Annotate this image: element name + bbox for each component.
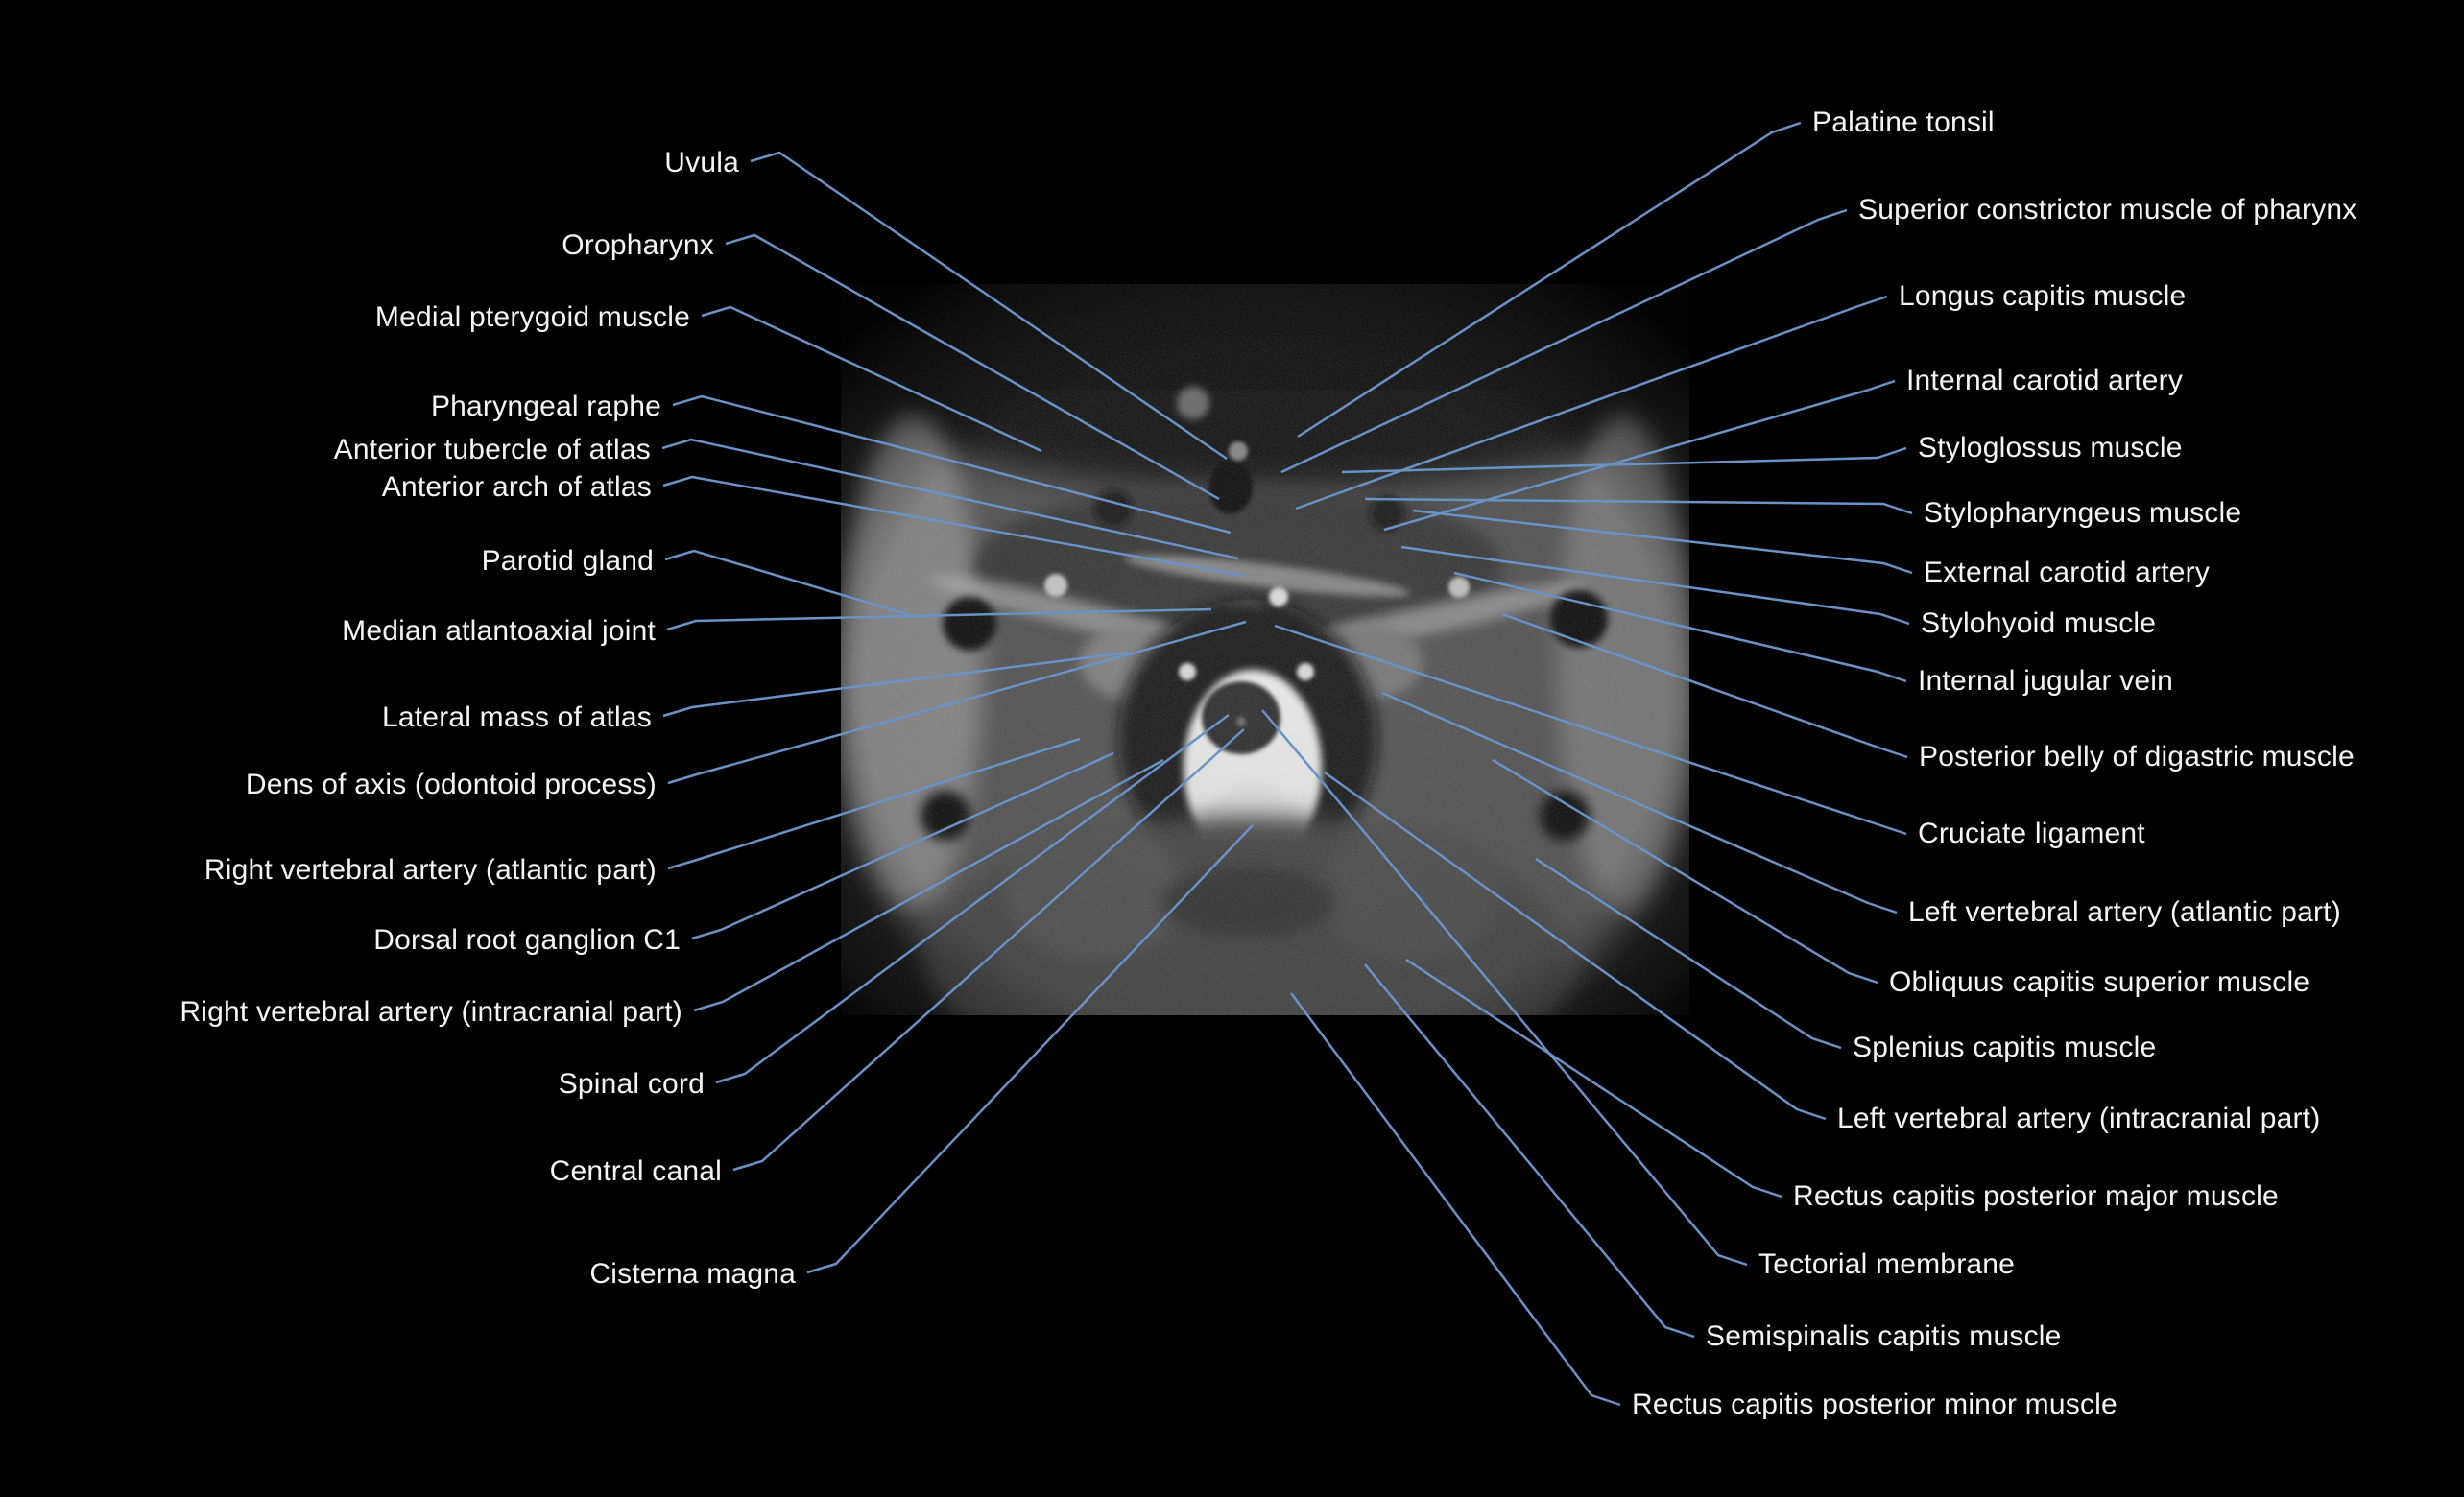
leader-line-obliquus-capitis-superior-muscle [1492,758,1878,985]
leader-line-left-vertebral-artery-atlantic-part [1381,691,1898,915]
label-longus-capitis-muscle: Longus capitis muscle [1899,280,2187,312]
leader-line-styloglossus-muscle [1341,446,1907,474]
leader-line-parotid-gland [664,549,908,616]
leader-line-tectorial-membrane [1261,709,1748,1267]
label-pharyngeal-raphe: Pharyngeal raphe [430,391,661,422]
mri-image [841,284,1689,1015]
label-left-vertebral-artery-atlantic-part: Left vertebral artery (atlantic part) [1908,896,2341,928]
leader-line-longus-capitis-muscle [1295,295,1888,511]
leader-line-superior-constrictor-muscle-of-pharynx [1280,208,1848,474]
leader-line-cisterna-magna [806,824,1254,1274]
label-internal-carotid-artery: Internal carotid artery [1906,365,2184,396]
leader-line-spinal-cord [715,713,1230,1084]
leader-line-right-vertebral-artery-intracranial-part [693,758,1164,1012]
label-rectus-capitis-posterior-minor-muscle: Rectus capitis posterior minor muscle [1632,1389,2117,1420]
label-rectus-capitis-posterior-major-muscle: Rectus capitis posterior major muscle [1793,1180,2279,1212]
label-stylopharyngeus-muscle: Stylopharyngeus muscle [1924,497,2242,529]
leader-line-stylohyoid-muscle [1400,545,1910,626]
label-obliquus-capitis-superior-muscle: Obliquus capitis superior muscle [1889,966,2310,998]
label-superior-constrictor-muscle-of-pharynx: Superior constrictor muscle of pharynx [1858,194,2357,226]
leader-line-cruciate-ligament [1274,624,1907,836]
label-tectorial-membrane: Tectorial membrane [1758,1248,2016,1280]
label-palatine-tonsil: Palatine tonsil [1812,107,1995,138]
label-uvula: Uvula [664,147,739,178]
label-central-canal: Central canal [549,1155,722,1187]
leader-line-oropharynx [725,233,1220,501]
leader-lines [661,121,1913,1407]
label-styloglossus-muscle: Styloglossus muscle [1918,432,2183,463]
leader-line-splenius-capitis-muscle [1535,857,1842,1050]
label-anterior-arch-of-atlas: Anterior arch of atlas [381,471,652,503]
label-right-vertebral-artery-intracranial-part: Right vertebral artery (intracranial par… [179,996,682,1028]
label-parotid-gland: Parotid gland [481,545,654,577]
leader-line-left-vertebral-artery-intracranial-part [1324,771,1827,1121]
leader-line-uvula [750,151,1228,461]
label-anterior-tubercle-of-atlas: Anterior tubercle of atlas [333,434,651,465]
leader-line-anterior-arch-of-atlas [662,475,1245,578]
label-posterior-belly-of-digastric-muscle: Posterior belly of digastric muscle [1919,741,2355,772]
leader-line-internal-carotid-artery [1383,379,1896,532]
leader-line-rectus-capitis-posterior-major-muscle [1405,958,1782,1199]
leader-line-right-vertebral-artery-atlantic-part [667,737,1081,870]
leader-line-external-carotid-artery [1412,509,1913,575]
leader-line-lateral-mass-of-atlas [662,651,1129,718]
leader-line-median-atlantoaxial-joint [666,607,1212,631]
label-stylohyoid-muscle: Stylohyoid muscle [1921,607,2157,639]
label-oropharynx: Oropharynx [562,229,714,261]
label-splenius-capitis-muscle: Splenius capitis muscle [1853,1032,2157,1063]
label-median-atlantoaxial-joint: Median atlantoaxial joint [342,615,656,647]
leader-line-central-canal [732,728,1245,1172]
label-cisterna-magna: Cisterna magna [589,1258,796,1290]
label-dorsal-root-ganglion-c1: Dorsal root ganglion C1 [373,924,681,956]
leader-line-rectus-capitis-posterior-minor-muscle [1289,992,1621,1407]
label-dens-of-axis-odontoid-process: Dens of axis (odontoid process) [245,769,657,800]
leader-line-palatine-tonsil [1297,121,1802,439]
label-lateral-mass-of-atlas: Lateral mass of atlas [382,701,652,733]
label-internal-jugular-vein: Internal jugular vein [1918,665,2174,697]
leader-line-semispinalis-capitis-muscle [1364,963,1695,1339]
label-cruciate-ligament: Cruciate ligament [1918,818,2145,849]
label-semispinalis-capitis-muscle: Semispinalis capitis muscle [1706,1320,2062,1352]
label-left-vertebral-artery-intracranial-part: Left vertebral artery (intracranial part… [1837,1103,2321,1134]
label-medial-pterygoid-muscle: Medial pterygoid muscle [374,301,690,333]
leader-line-dens-of-axis-odontoid-process [667,620,1247,785]
leader-line-anterior-tubercle-of-atlas [661,438,1239,560]
leader-line-dorsal-root-ganglion-c1 [691,751,1114,940]
leader-line-medial-pterygoid-muscle [701,305,1042,453]
leader-line-internal-jugular-vein [1453,571,1907,683]
leader-line-posterior-belly-of-digastric-muscle [1501,612,1908,759]
leader-line-pharyngeal-raphe [672,394,1232,535]
label-external-carotid-artery: External carotid artery [1924,557,2211,588]
leader-line-stylopharyngeus-muscle [1364,497,1913,515]
label-right-vertebral-artery-atlantic-part: Right vertebral artery (atlantic part) [203,854,657,886]
label-spinal-cord: Spinal cord [558,1068,705,1100]
